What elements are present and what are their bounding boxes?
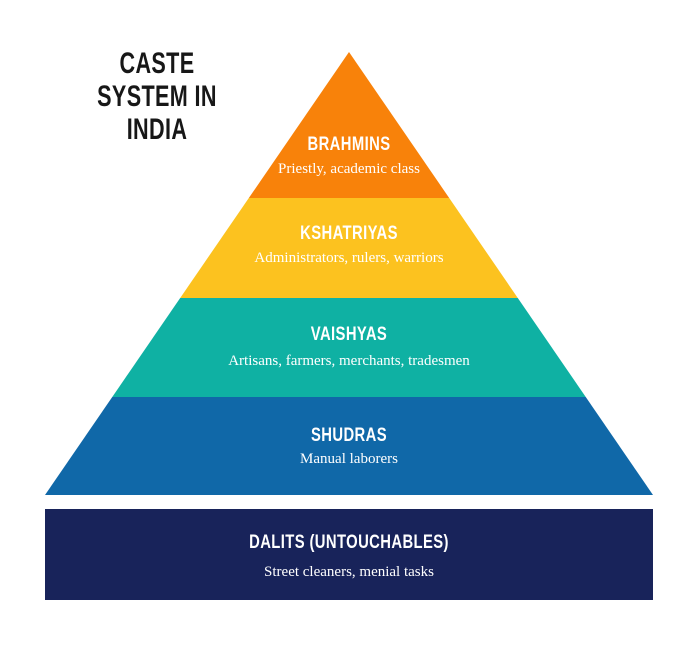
level-description-dalits: Street cleaners, menial tasks: [264, 564, 434, 580]
level-description-vaishyas: Artisans, farmers, merchants, tradesmen: [228, 353, 470, 369]
title-line-3: INDIA: [126, 113, 188, 146]
level-name-dalits: DALITS (UNTOUCHABLES): [249, 532, 449, 553]
level-description-shudras: Manual laborers: [300, 451, 398, 467]
level-description-kshatriyas: Administrators, rulers, warriors: [254, 250, 444, 266]
level-name-vaishyas: VAISHYAS: [310, 324, 388, 345]
page-title: CASTE SYSTEM IN INDIA: [85, 47, 229, 146]
level-description-brahmins: Priestly, academic class: [278, 161, 420, 177]
pyramid-level-shudras: SHUDRAS Manual laborers: [45, 397, 653, 495]
pyramid-level-kshatriyas: KSHATRIYAS Administrators, rulers, warri…: [45, 198, 653, 298]
pyramid-level-vaishyas: VAISHYAS Artisans, farmers, merchants, t…: [45, 298, 653, 397]
level-name-shudras: SHUDRAS: [310, 425, 388, 446]
level-name-kshatriyas: KSHATRIYAS: [300, 223, 398, 244]
level-name-brahmins: BRAHMINS: [307, 134, 391, 155]
title-line-1: CASTE: [119, 47, 195, 80]
pyramid-level-dalits: DALITS (UNTOUCHABLES) Street cleaners, m…: [45, 509, 653, 600]
title-line-2: SYSTEM IN: [97, 80, 217, 113]
